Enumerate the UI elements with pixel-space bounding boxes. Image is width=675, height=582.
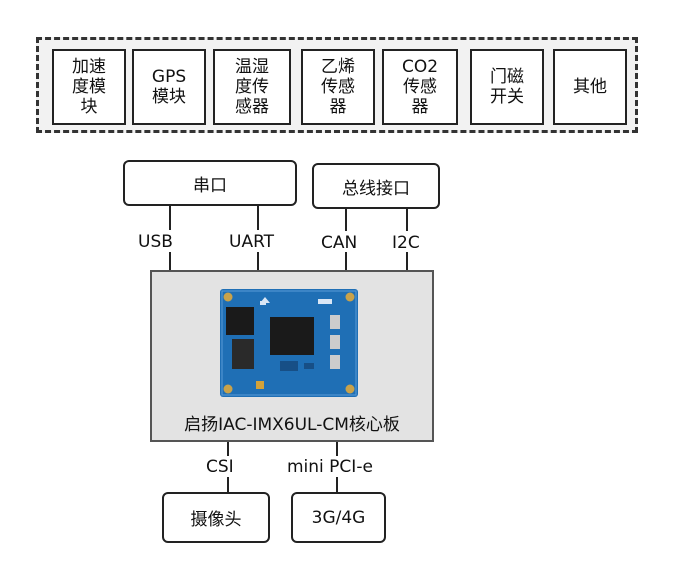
sensor-label-gps: GPS 模块 (151, 67, 187, 107)
pcb-connector (330, 335, 340, 349)
uart-label: UART (229, 232, 275, 252)
pcb-marking (318, 299, 332, 304)
bus-interface-label: 总线接口 (342, 178, 410, 199)
camera-label: 摄像头 (190, 510, 242, 530)
core-board-title: 启扬IAC-IMX6UL-CM核心板 (184, 415, 400, 435)
i2c-line-upper (406, 209, 408, 231)
uart-line-upper (257, 206, 259, 230)
serial-port-label: 串口 (193, 175, 227, 196)
bus-interface-box: 总线接口 (312, 163, 440, 209)
sensor-ethylene: 乙烯 传感 器 (301, 49, 375, 125)
sensor-label-co2: CO2 传感 器 (401, 57, 439, 117)
sensor-label-accelerometer: 加速 度模 块 (72, 57, 106, 117)
usb-line-upper (169, 206, 171, 230)
pcb-mount-hole (345, 292, 355, 302)
sensor-temp-humidity: 温湿 度传 感器 (213, 49, 291, 125)
pcie-line-upper (336, 442, 338, 456)
pcb-connector (330, 355, 340, 369)
i2c-label: I2C (392, 233, 420, 253)
pcb-chip (232, 339, 254, 369)
sensor-accelerometer: 加速 度模 块 (52, 49, 126, 125)
sensor-label-door-magnet: 门磁 开关 (490, 67, 524, 107)
csi-line-lower (227, 477, 229, 492)
sensor-co2: CO2 传感 器 (382, 49, 458, 125)
cellular-box: 3G/4G (291, 492, 386, 543)
sensor-label-other: 其他 (573, 77, 607, 97)
pcb-chip (226, 307, 254, 335)
i2c-line-lower (406, 252, 408, 270)
pcie-line-lower (336, 477, 338, 492)
pcb-mount-hole (345, 384, 355, 394)
can-label: CAN (321, 233, 358, 253)
sensor-other: 其他 (553, 49, 627, 125)
sensor-gps: GPS 模块 (132, 49, 206, 125)
pcb-component (256, 381, 264, 389)
sensor-label-temp-humidity: 温湿 度传 感器 (235, 57, 269, 117)
pcb-connector (330, 315, 340, 329)
can-line-lower (345, 252, 347, 270)
pcb-image (220, 289, 358, 397)
pcie-label: mini PCI-e (287, 457, 373, 477)
usb-line-lower (169, 252, 171, 270)
serial-port-box: 串口 (123, 160, 297, 206)
pcb-mount-hole (223, 384, 233, 394)
pcb-processor (270, 317, 314, 355)
pcb-mount-hole (223, 292, 233, 302)
sensor-label-ethylene: 乙烯 传感 器 (321, 57, 355, 117)
sensor-door-magnet: 门磁 开关 (470, 49, 544, 125)
csi-line-upper (227, 442, 229, 456)
usb-label: USB (138, 232, 173, 252)
cellular-label: 3G/4G (311, 507, 366, 528)
can-line-upper (345, 209, 347, 231)
csi-label: CSI (206, 457, 234, 477)
camera-box: 摄像头 (162, 492, 270, 543)
uart-line-lower (257, 252, 259, 270)
